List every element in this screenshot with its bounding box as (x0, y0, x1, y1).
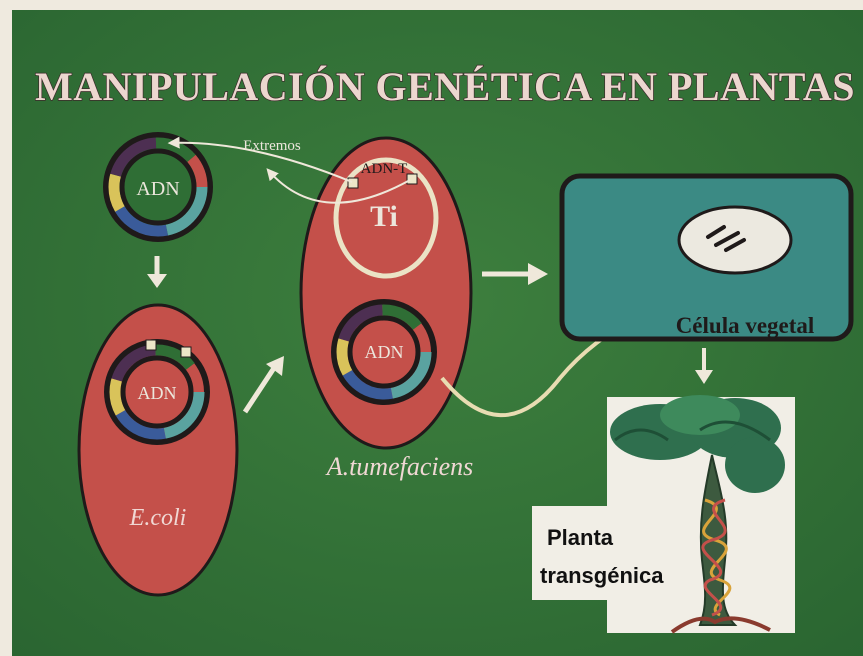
plant-cell-label: Célula vegetal (676, 313, 815, 338)
arrow-plasmid-to-ecoli (147, 256, 167, 288)
dna-helix (701, 498, 732, 617)
ecoli-plasmid-label: ADN (138, 383, 177, 403)
ti-label: Ti (370, 200, 398, 233)
transgenic-plant-illustration: Planta transgénica (532, 395, 795, 634)
plasmid-top-label: ADN (136, 178, 179, 200)
plant-label-line1: Planta (547, 525, 614, 550)
agrobacterium-plasmid: ADN (331, 299, 437, 405)
diagram-title: MANIPULACIÓN GENÉTICA EN PLANTAS (35, 64, 855, 109)
arrow-agrobacterium-to-cell (482, 263, 548, 285)
arrow-cell-to-plant (695, 348, 713, 384)
extremos-label: Extremos (243, 138, 301, 154)
ecoli-label: E.coli (129, 505, 187, 531)
ring-segment (108, 137, 208, 237)
chromosomes (706, 225, 746, 252)
plant-cell: Célula vegetal (559, 173, 854, 342)
tree-canopy (610, 395, 785, 493)
adn-t-label: ADN-T (361, 161, 408, 177)
agrobacterium: ADN-T Ti ADN (299, 136, 473, 450)
ecoli-bacterium: ADN E.coli (77, 303, 239, 597)
ti-plasmid: ADN-T Ti (333, 157, 439, 279)
plant-label-line2: transgénica (540, 563, 664, 588)
extremos-arrows (167, 136, 411, 204)
ring-segment (108, 137, 208, 237)
ring-segment (108, 137, 208, 237)
nucleus (677, 205, 793, 275)
ecoli-plasmid: ADN (104, 339, 210, 445)
plasmid-adn-top: ADN (103, 132, 213, 242)
tree-roots (670, 616, 771, 634)
agrobacterium-label: A.tumefaciens (325, 452, 474, 481)
ring-segment (108, 137, 208, 237)
arrow-ecoli-to-agrobacterium (242, 356, 284, 414)
agrobacterium-plasmid-label: ADN (365, 342, 404, 362)
